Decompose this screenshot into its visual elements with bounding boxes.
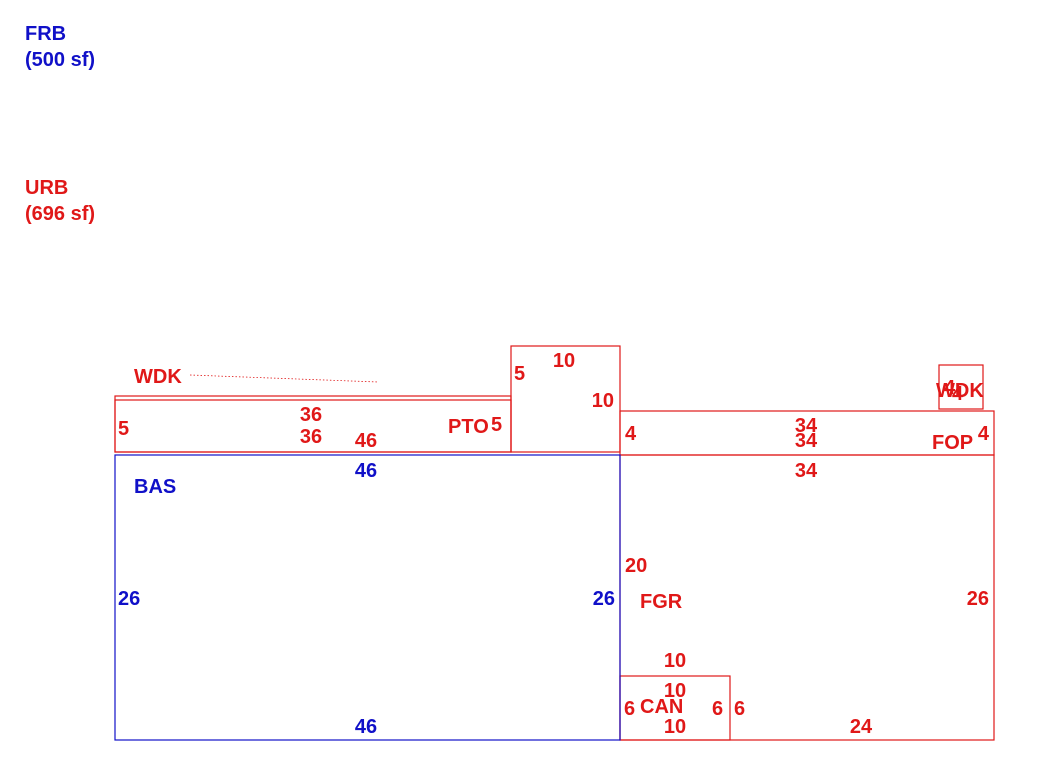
legend-urb-area: (696 sf) [25, 203, 96, 225]
can-dim-top-inner: 10 [664, 680, 686, 702]
pto-dim-left: 5 [118, 418, 129, 440]
bas-dim-right: 26 [593, 588, 615, 610]
unfinished-areas [114, 345, 995, 741]
fgr-dim-right: 26 [967, 588, 989, 610]
fop-dim-top-b: 34 [795, 430, 818, 452]
legend-frb: FRB (500 sf) [25, 21, 95, 73]
legend-frb-code: FRB [25, 23, 67, 45]
wdk-small-label: WDK [936, 380, 984, 402]
legend-urb-code: URB [25, 177, 69, 199]
wdk-small-dim-left: 4 [944, 377, 956, 399]
bas-dim-top: 46 [355, 460, 377, 482]
bas-label: BAS [134, 476, 176, 498]
fop-outline [619, 410, 995, 456]
legend-urb: URB (696 sf) [25, 175, 95, 227]
can-label: CAN [640, 696, 683, 718]
wdk-main-label: WDK [134, 366, 182, 388]
bas-dim-bottom: 46 [355, 716, 377, 738]
wdk-main-dim-left: 5 [514, 363, 525, 385]
can-dim-right-inner: 6 [712, 698, 723, 720]
can-dim-left: 6 [624, 698, 635, 720]
fop-dim-top-a: 34 [795, 415, 818, 437]
fop-dim-left: 4 [625, 423, 637, 445]
legend-frb-area: (500 sf) [25, 49, 96, 71]
pto-dim-right: 5 [491, 414, 502, 436]
bas-labels: BAS 46 46 26 26 [118, 460, 615, 738]
finished-areas [114, 454, 621, 741]
wdk-leader-line [189, 374, 379, 383]
fgr-dim-top: 34 [795, 460, 818, 482]
pto-label: PTO [448, 416, 489, 438]
can-dim-right-outer: 6 [734, 698, 745, 720]
unfinished-labels: WDK 10 5 10 PTO 36 36 5 5 46 FOP 34 34 4… [118, 350, 990, 738]
fgr-label: FGR [640, 591, 683, 613]
fop-label: FOP [932, 432, 973, 454]
fop-dim-right: 4 [978, 423, 990, 445]
wdk-main-dim-right: 10 [592, 390, 614, 412]
fgr-dim-bottom: 24 [850, 716, 873, 738]
wdk-main-dim-top: 10 [553, 350, 575, 372]
pto-dim-bottom: 46 [355, 430, 377, 452]
wdk-small-dim-right: 4 [952, 383, 964, 405]
can-dim-bottom: 10 [664, 716, 686, 738]
pto-dim-top-b: 36 [300, 426, 322, 448]
fgr-dim-left: 20 [625, 555, 647, 577]
bas-outline [114, 454, 621, 741]
pto-dim-top-a: 36 [300, 404, 322, 426]
wdk-main-outline [510, 345, 621, 453]
bas-dim-left: 26 [118, 588, 140, 610]
can-dim-top-outer: 10 [664, 650, 686, 672]
wdk-small-outline [938, 364, 984, 410]
